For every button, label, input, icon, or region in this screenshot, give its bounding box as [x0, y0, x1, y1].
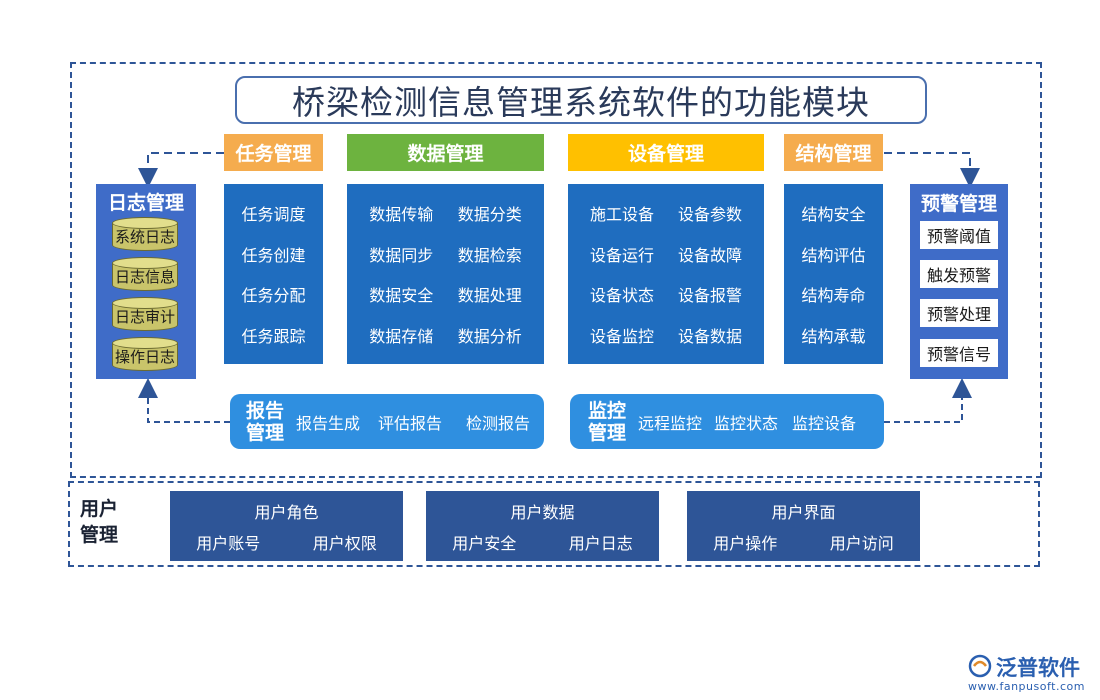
warning-management-panel: 预警管理 预警阈值 触发预警 预警处理 预警信号 — [910, 184, 1008, 379]
user-management-title: 用户管理 — [80, 498, 119, 546]
report-management-title: 报告管理 — [245, 399, 284, 444]
monitor-management-title: 监控管理 — [587, 399, 626, 444]
user-item[interactable]: 用户日志 — [568, 533, 633, 553]
user-box-title[interactable]: 用户界面 — [771, 502, 836, 522]
report-item[interactable]: 评估报告 — [378, 413, 443, 433]
user-box-title[interactable]: 用户角色 — [254, 502, 319, 522]
system-frame — [70, 62, 1042, 478]
device-item[interactable]: 设备参数 — [677, 205, 742, 225]
data-item[interactable]: 数据检索 — [457, 245, 522, 265]
device-item[interactable]: 设备数据 — [677, 326, 742, 346]
user-box-role: 用户角色 用户账号 用户权限 — [170, 491, 403, 561]
brand-logo-name: 泛普软件 — [996, 656, 1080, 680]
log-item-label: 操作日志 — [114, 348, 175, 366]
data-item[interactable]: 数据处理 — [457, 286, 522, 306]
device-item[interactable]: 设备运行 — [589, 245, 654, 265]
user-item[interactable]: 用户安全 — [452, 533, 517, 553]
log-management-title: 日志管理 — [107, 192, 184, 214]
warning-item[interactable]: 预警阈值 — [920, 221, 998, 249]
log-item-2[interactable]: 日志审计 — [112, 297, 178, 331]
log-item-1[interactable]: 日志信息 — [112, 257, 178, 291]
user-item[interactable]: 用户操作 — [713, 533, 778, 553]
structure-management-panel: 结构安全 结构评估 结构寿命 结构承载 — [784, 184, 883, 364]
user-box-data: 用户数据 用户安全 用户日志 — [426, 491, 659, 561]
user-item[interactable]: 用户账号 — [196, 533, 261, 553]
log-item-label: 系统日志 — [114, 228, 175, 246]
task-item[interactable]: 任务跟踪 — [241, 326, 306, 346]
report-item[interactable]: 检测报告 — [466, 413, 531, 433]
task-management-panel: 任务调度 任务创建 任务分配 任务跟踪 — [224, 184, 323, 364]
warning-management-title: 预警管理 — [920, 193, 997, 215]
structure-item[interactable]: 结构安全 — [801, 205, 866, 225]
device-item[interactable]: 设备监控 — [589, 326, 654, 346]
warning-item[interactable]: 触发预警 — [920, 260, 998, 288]
data-item[interactable]: 数据分类 — [457, 205, 522, 225]
data-management-header[interactable]: 数据管理 — [347, 134, 544, 171]
data-item[interactable]: 数据存储 — [369, 326, 434, 346]
report-management-bar: 报告管理 报告生成 评估报告 检测报告 — [230, 394, 544, 449]
device-item[interactable]: 设备状态 — [589, 286, 654, 306]
task-management-header[interactable]: 任务管理 — [224, 134, 323, 171]
task-item[interactable]: 任务创建 — [241, 245, 306, 265]
structure-item[interactable]: 结构承载 — [801, 326, 866, 346]
log-item-3[interactable]: 操作日志 — [112, 337, 178, 371]
log-item-label: 日志审计 — [114, 308, 175, 326]
user-box-title[interactable]: 用户数据 — [510, 502, 575, 522]
task-item[interactable]: 任务分配 — [241, 286, 306, 306]
task-item[interactable]: 任务调度 — [241, 205, 306, 225]
report-item[interactable]: 报告生成 — [296, 413, 361, 433]
data-item[interactable]: 数据分析 — [457, 326, 522, 346]
data-item[interactable]: 数据安全 — [369, 286, 434, 306]
data-management-panel: 数据传输 数据分类 数据同步 数据检索 数据安全 数据处理 数据存储 数据分析 — [347, 184, 544, 364]
structure-item[interactable]: 结构评估 — [801, 245, 866, 265]
brand-logo-url: www.fanpusoft.com — [968, 680, 1085, 693]
device-management-header[interactable]: 设备管理 — [568, 134, 764, 171]
warning-item[interactable]: 预警信号 — [920, 339, 998, 367]
log-management-panel: 日志管理 系统日志 日志信息 日志审计 操作日志 — [96, 184, 196, 379]
user-item[interactable]: 用户权限 — [312, 533, 377, 553]
brand-logo-icon — [968, 654, 992, 678]
warning-item[interactable]: 预警处理 — [920, 299, 998, 327]
monitor-management-bar: 监控管理 远程监控 监控状态 监控设备 — [570, 394, 884, 449]
monitor-item[interactable]: 监控状态 — [714, 413, 779, 433]
device-management-panel: 施工设备 设备参数 设备运行 设备故障 设备状态 设备报警 设备监控 设备数据 — [568, 184, 764, 364]
structure-item[interactable]: 结构寿命 — [801, 286, 866, 306]
brand-logo: 泛普软件 www.fanpusoft.com — [968, 652, 1096, 696]
log-item-0[interactable]: 系统日志 — [112, 217, 178, 251]
device-item[interactable]: 施工设备 — [589, 205, 654, 225]
data-item[interactable]: 数据传输 — [369, 205, 434, 225]
monitor-item[interactable]: 监控设备 — [792, 413, 857, 433]
user-frame — [68, 481, 1040, 567]
monitor-item[interactable]: 远程监控 — [638, 413, 703, 433]
user-box-interface: 用户界面 用户操作 用户访问 — [687, 491, 920, 561]
page-title: 桥梁检测信息管理系统软件的功能模块 — [235, 76, 927, 124]
structure-management-header[interactable]: 结构管理 — [784, 134, 883, 171]
device-item[interactable]: 设备故障 — [677, 245, 742, 265]
log-item-label: 日志信息 — [114, 268, 175, 286]
device-item[interactable]: 设备报警 — [677, 286, 742, 306]
data-item[interactable]: 数据同步 — [369, 245, 434, 265]
user-item[interactable]: 用户访问 — [829, 533, 894, 553]
